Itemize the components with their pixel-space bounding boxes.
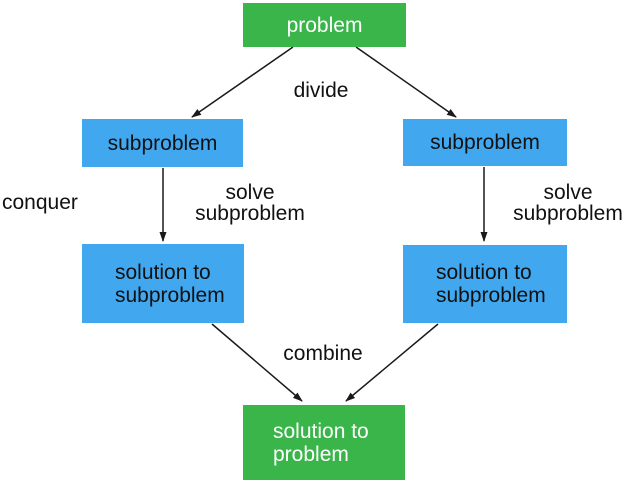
solution-to-problem-node: solution to problem	[243, 405, 405, 480]
solution-to-subproblem-right-node: solution to subproblem	[403, 245, 567, 323]
combine-label: combine	[283, 342, 363, 365]
problem-node: problem	[243, 3, 406, 47]
solve-subproblem-left-label: solve subproblem	[195, 181, 305, 225]
subproblem-right-node: subproblem	[403, 119, 567, 166]
subproblem-left-node: subproblem	[82, 119, 243, 167]
solve-subproblem-right-label: solve subproblem	[513, 181, 623, 225]
conquer-label: conquer	[2, 191, 78, 214]
divide-label: divide	[293, 79, 349, 102]
solution-to-subproblem-left-node: solution to subproblem	[82, 244, 244, 323]
